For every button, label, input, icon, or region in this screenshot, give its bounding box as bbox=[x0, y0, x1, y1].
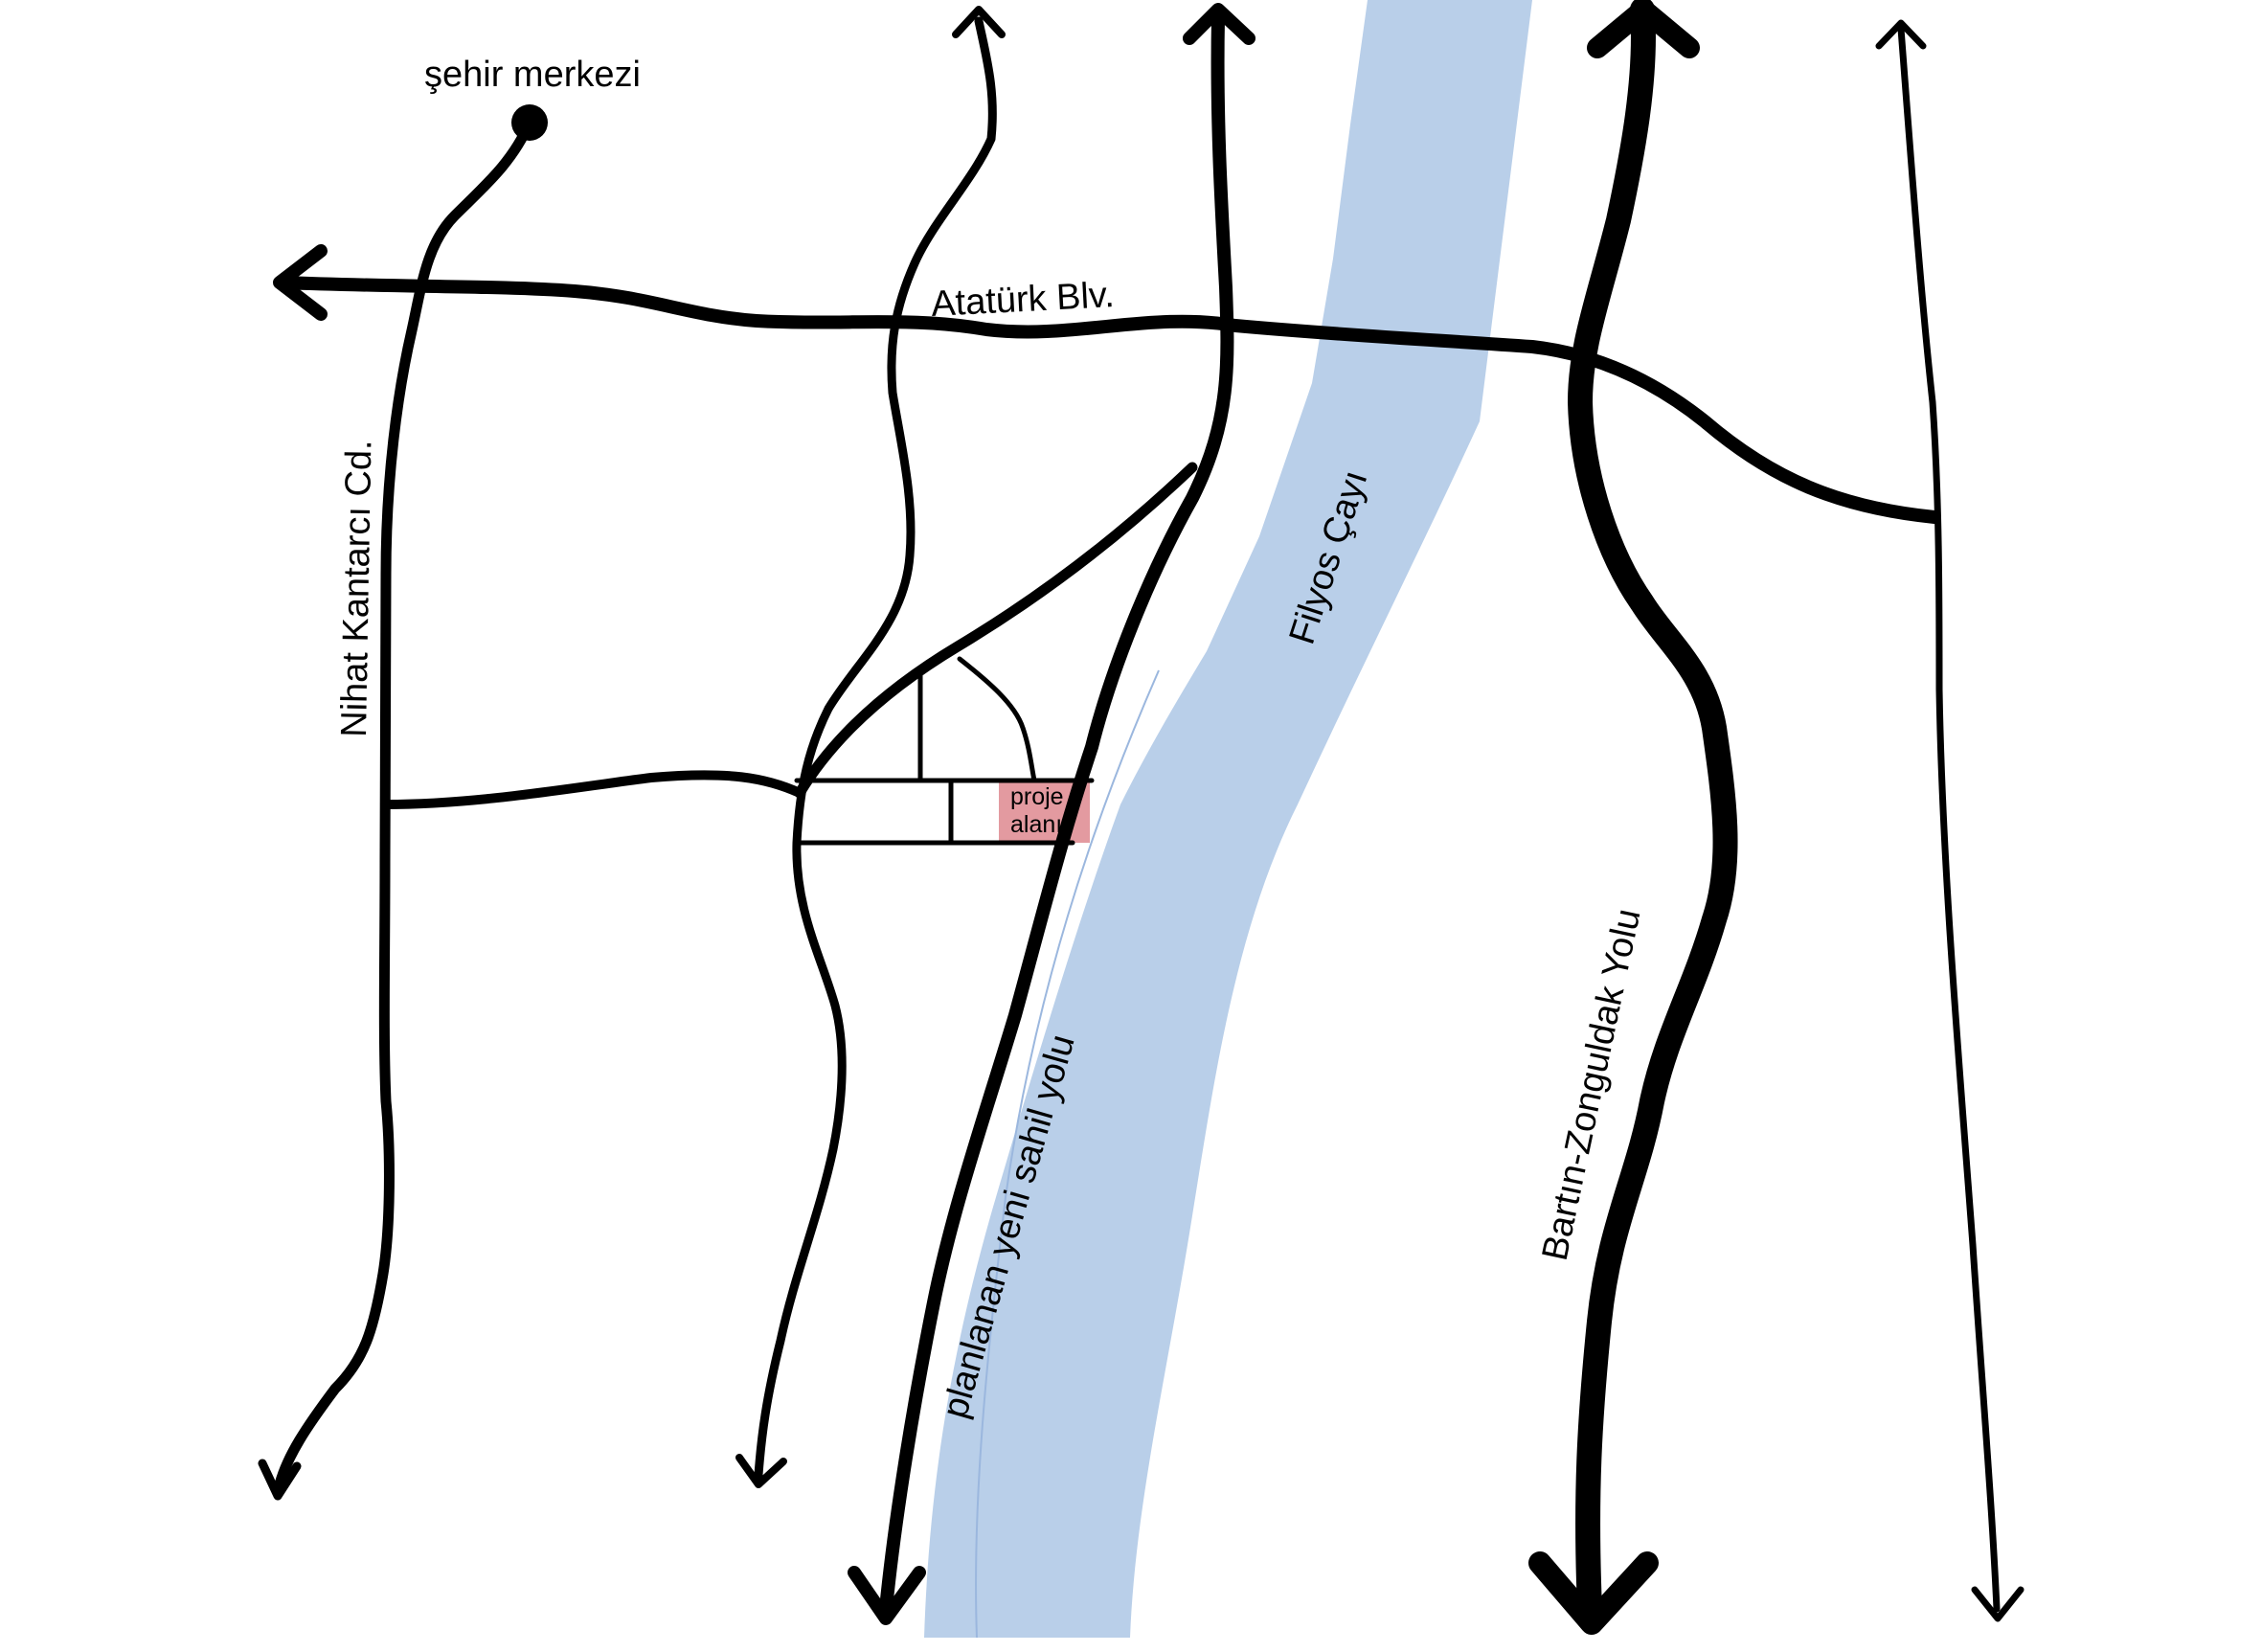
nihat-south-arrowhead bbox=[258, 1459, 302, 1501]
winding-north-arrowhead bbox=[952, 6, 1006, 38]
bartin-south-arrowhead bbox=[1528, 1551, 1659, 1635]
river-centerline bbox=[975, 669, 1160, 1639]
coastal-north-arrowhead bbox=[1183, 3, 1255, 45]
east-south-arrowhead bbox=[1971, 1586, 2024, 1622]
west-connector-road bbox=[381, 770, 804, 809]
winding-local-road bbox=[754, 16, 997, 1480]
city-center-marker bbox=[511, 104, 548, 141]
east-north-arrowhead bbox=[1875, 19, 1927, 50]
diagonal-connector-road bbox=[794, 462, 1198, 799]
winding-south-arrowhead bbox=[735, 1454, 787, 1488]
ataturk-blv-label: Atatürk Blv. bbox=[930, 275, 1115, 325]
nihat-kantarci-road bbox=[274, 117, 535, 1490]
ataturk-blv-road bbox=[276, 276, 1941, 524]
city-center-label: şehir merkezi bbox=[424, 55, 641, 95]
nihat-kantarci-label: Nihat Kantarcı Cd. bbox=[334, 440, 379, 737]
coastal-south-arrowhead bbox=[848, 1566, 926, 1625]
project-area-label-line1: proje bbox=[1010, 783, 1064, 810]
project-area-label-line2: alanı bbox=[1010, 811, 1062, 838]
bartin-zonguldak-road bbox=[1568, 0, 1738, 1621]
filyos-river bbox=[924, 0, 1532, 1638]
local-street-grid bbox=[794, 656, 1095, 846]
ataturk-west-arrowhead bbox=[273, 244, 328, 321]
planned-coastal-road bbox=[879, 12, 1234, 1616]
east-road bbox=[1897, 25, 2001, 1613]
bartin-north-arrowhead bbox=[1587, 0, 1700, 58]
